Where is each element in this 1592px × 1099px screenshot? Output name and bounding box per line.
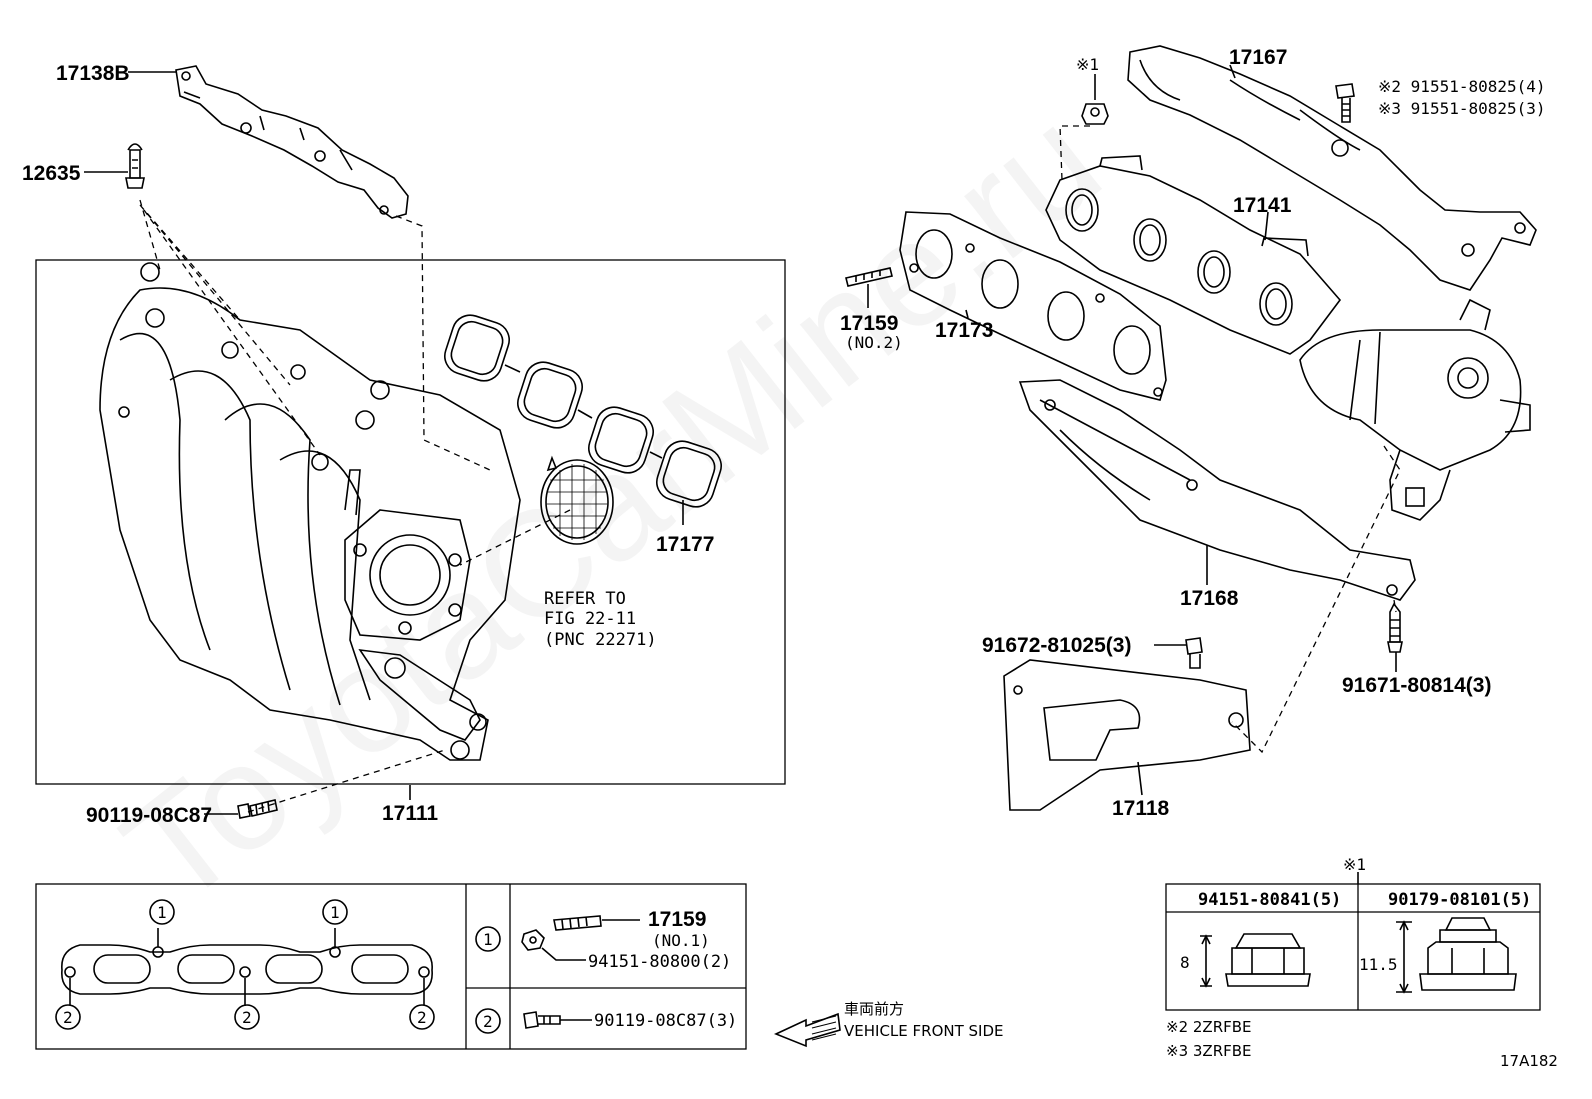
circle-2-a: 2 — [63, 1008, 73, 1027]
label-17159-no1: 17159 — [648, 908, 706, 931]
note-2zrfbe: ※2 2ZRFBE — [1166, 1018, 1252, 1036]
gasket-detail-shape — [61, 928, 433, 1006]
insulator-17167-shape — [1127, 45, 1537, 291]
intake-section: 17138B 12635 — [22, 62, 786, 827]
circle-2-c: 2 — [417, 1008, 427, 1027]
label-17168: 17168 — [1180, 587, 1239, 610]
bolt-90119-row-shape — [523, 1011, 561, 1029]
stud-17159-no1-shape — [521, 915, 602, 951]
label-94151-80800: 94151-80800(2) — [588, 952, 731, 972]
label-12635: 12635 — [22, 162, 81, 185]
bolt-91671-shape — [1387, 602, 1403, 653]
circle-2-b: 2 — [242, 1008, 252, 1027]
bracket-17138b-shape — [175, 65, 409, 219]
exhaust-manifold-17141-shape — [1045, 155, 1531, 521]
figure-id: 17A182 — [1500, 1052, 1558, 1070]
circle-2-row: 2 — [483, 1012, 493, 1031]
bolt-90119-shape — [237, 799, 278, 819]
exhaust-section: ※1 17167 ※2 91551-80825(4) ※3 91551-8082… — [840, 45, 1546, 820]
circle-1-a: 1 — [157, 903, 167, 922]
gasket-table: 1 1 2 2 2 1 2 17159 (NO.1) 94151-80800(2… — [35, 883, 747, 1050]
label-91672: 91672-81025(3) — [982, 634, 1131, 657]
nut-dim-8: 8 — [1180, 953, 1190, 972]
stud-12635-shape — [125, 143, 145, 189]
circle-1-b: 1 — [330, 903, 340, 922]
gasket-17177-shape — [444, 314, 722, 508]
label-17111: 17111 — [382, 802, 438, 825]
label-17118: 17118 — [1112, 797, 1170, 820]
label-17177: 17177 — [656, 533, 714, 556]
label-bolt-note2: ※2 91551-80825(4) — [1378, 77, 1546, 96]
nut-94151-shape — [1200, 933, 1311, 988]
label-17173: 17173 — [935, 319, 993, 342]
nut-table: ※1 94151-80841(5) 90179-08101(5) 8 11.5 — [1165, 855, 1541, 1011]
bracket-17118-shape — [1003, 659, 1251, 811]
nut-90179-shape — [1396, 917, 1517, 994]
bolt-91672-shape — [1185, 637, 1203, 669]
insulator-17168-shape — [1018, 379, 1416, 601]
circle-1-row: 1 — [483, 930, 493, 949]
label-17159-no1-sub: (NO.1) — [652, 931, 710, 950]
vehicle-front-arrow — [773, 1012, 841, 1048]
nut-col1-header: 94151-80841(5) — [1198, 890, 1341, 910]
label-90119-row: 90119-08C87(3) — [594, 1011, 737, 1031]
label-17167: 17167 — [1229, 46, 1287, 69]
nut-dim-11-5: 11.5 — [1359, 955, 1398, 974]
note1-mark: ※1 — [1076, 55, 1099, 74]
nut-note1-shape — [1081, 103, 1109, 125]
label-17141: 17141 — [1233, 194, 1292, 217]
nut-col2-header: 90179-08101(5) — [1388, 890, 1531, 910]
intake-manifold-17111-shape — [99, 262, 521, 761]
label-17159-no2: 17159 — [840, 312, 898, 335]
refer-line-2: FIG 22-11 — [544, 609, 636, 629]
label-91671: 91671-80814(3) — [1342, 674, 1491, 697]
label-17159-no2-sub: (NO.2) — [845, 333, 903, 352]
throttle-gasket-shape — [540, 455, 614, 545]
direction-jp: 車両前方 — [844, 1000, 904, 1018]
nut-table-mark: ※1 — [1343, 855, 1366, 874]
note-3zrfbe: ※3 3ZRFBE — [1166, 1042, 1252, 1060]
intake-assembly-frame — [35, 259, 786, 785]
label-bolt-note3: ※3 91551-80825(3) — [1378, 99, 1546, 118]
gasket-17173-shape — [899, 211, 1167, 401]
direction-en: VEHICLE FRONT SIDE — [844, 1022, 1004, 1040]
stud-17159-no2-shape — [845, 267, 893, 287]
refer-line-1: REFER TO — [544, 589, 626, 609]
refer-line-3: (PNC 22271) — [544, 630, 657, 650]
bolt-91551-shape — [1335, 83, 1355, 123]
label-90119: 90119-08C87 — [86, 804, 212, 827]
label-17138b: 17138B — [56, 62, 130, 85]
